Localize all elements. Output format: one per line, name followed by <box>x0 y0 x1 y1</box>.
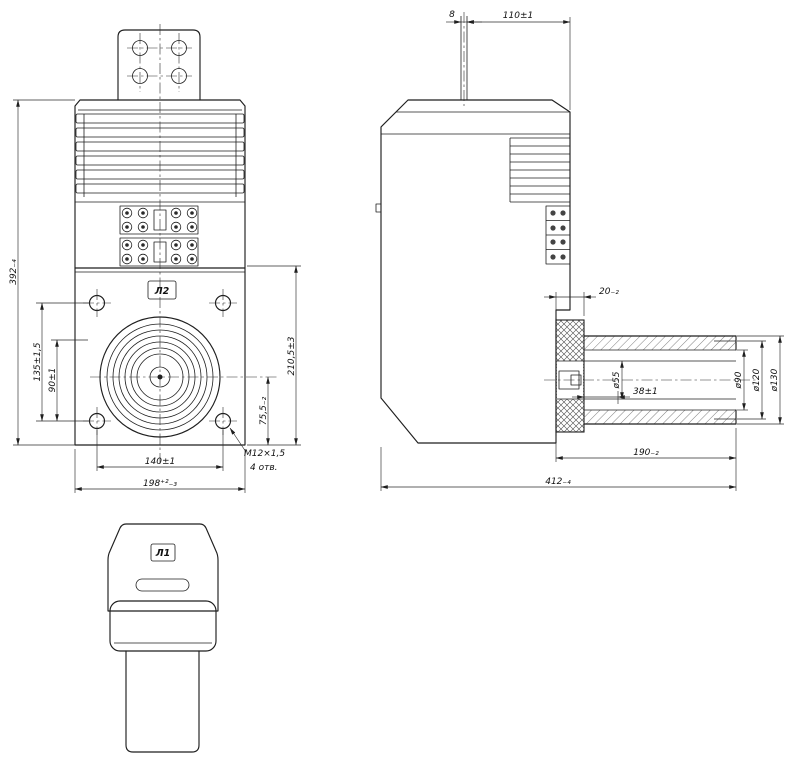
bottom-collar <box>109 600 217 652</box>
dim-bushing-length: 190₋₂ <box>633 448 659 458</box>
thread-leader-line <box>229 427 247 453</box>
dim-conductor-offset: 110±1 <box>503 11 533 21</box>
front-plate-label: Л2 <box>154 286 170 297</box>
bracket-hole <box>132 68 148 84</box>
dim-mid-diameter: ø120 <box>752 368 762 392</box>
dim-thread-callout: M12×1,5 <box>244 449 285 459</box>
bottom-plate-label-box <box>150 543 176 562</box>
bottom-body-outline <box>107 523 219 612</box>
dim-overall-height: 392₋₄ <box>9 259 19 285</box>
bracket-hole <box>132 40 148 56</box>
bottom-view: Л1 <box>107 523 219 753</box>
front-dimensions: 392₋₄ 135±1,5 90±1 210,5±3 75,5₋₂ 140±1 … <box>9 99 301 493</box>
bottom-slot <box>135 578 190 592</box>
dim-thread-holes: 4 отв. <box>250 463 278 473</box>
side-terminal-block <box>545 205 571 265</box>
dim-overall-length: 412₋₄ <box>545 477 571 487</box>
side-view: 8 110±1 20₋₂ ø55 38±1 ø90 ø120 <box>375 10 784 491</box>
dim-inner-diameter: ø90 <box>734 371 744 389</box>
bracket-hole <box>171 40 187 56</box>
front-view: Л2 <box>9 24 301 493</box>
dim-outer-diameter: ø130 <box>770 368 780 392</box>
dim-hole-spacing-v: 135±1,5 <box>33 342 43 381</box>
dim-flange-section-height: 210,5±3 <box>287 336 297 375</box>
dim-flange-thickness: 20₋₂ <box>599 287 619 297</box>
side-dimensions: 8 110±1 20₋₂ ø55 38±1 ø90 ø120 <box>380 10 784 491</box>
dim-center-to-bottom: 75,5₋₂ <box>259 396 269 425</box>
bushing-wall-bottom <box>584 410 736 424</box>
front-plate-label-box <box>147 280 177 300</box>
dim-bore-diameter: ø55 <box>612 371 622 389</box>
bottom-cylinder <box>125 650 200 753</box>
side-body-outline <box>380 99 571 444</box>
front-terminal-blocks <box>74 201 246 273</box>
terminal-screws <box>121 207 198 265</box>
side-conductor <box>460 12 468 106</box>
front-mounting-bracket <box>117 29 201 101</box>
side-bushing <box>544 319 758 433</box>
side-edge-notch <box>375 203 381 213</box>
dim-overall-width: 198⁺²₋₃ <box>143 479 177 489</box>
bottom-plate-label: Л1 <box>155 548 171 559</box>
dim-hole-spacing-h: 140±1 <box>145 457 175 467</box>
side-body <box>375 99 571 444</box>
dim-center-offset: 90±1 <box>48 368 58 393</box>
dim-bore-depth: 38±1 <box>633 387 658 397</box>
bushing-wall-top <box>584 336 736 350</box>
bracket-hole <box>171 68 187 84</box>
side-cooling-ribs <box>509 137 570 203</box>
dim-conductor-width: 8 <box>449 10 455 20</box>
